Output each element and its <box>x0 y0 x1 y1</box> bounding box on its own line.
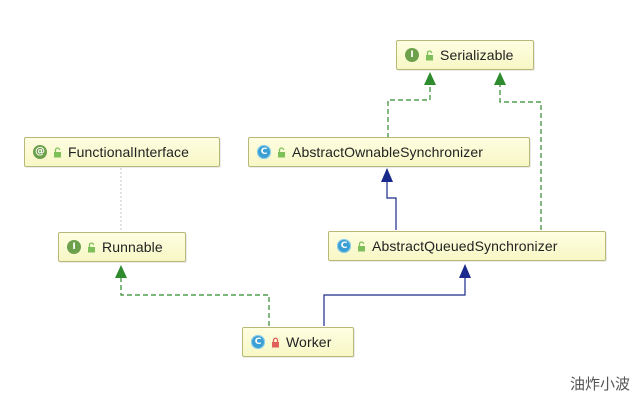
edge-worker-extends-aqs <box>323 278 466 326</box>
public-unlocked-icon <box>87 241 96 253</box>
class-icon: C <box>257 145 271 159</box>
interface-icon: I <box>67 240 81 254</box>
node-serializable[interactable]: I Serializable <box>396 40 534 70</box>
arrowhead-aqs-serializable <box>494 72 506 85</box>
node-abstract-ownable-synchronizer[interactable]: C AbstractOwnableSynchronizer <box>248 137 530 167</box>
edge-aqs-implements-serializable <box>499 84 542 230</box>
arrowhead-worker-aqs <box>459 264 471 278</box>
class-icon: C <box>251 335 265 349</box>
node-label: Runnable <box>102 239 163 255</box>
node-abstract-queued-synchronizer[interactable]: C AbstractQueuedSynchronizer <box>328 231 606 261</box>
node-label: FunctionalInterface <box>68 144 189 160</box>
node-label: Serializable <box>440 47 514 63</box>
annotation-icon: @ <box>33 145 47 159</box>
arrowhead-aos-serializable <box>424 72 436 85</box>
edge-aqs-extends-aos <box>386 182 397 230</box>
arrowhead-worker-runnable <box>115 265 127 278</box>
public-unlocked-icon <box>357 240 366 252</box>
private-lock-icon <box>271 337 280 348</box>
class-icon: C <box>337 239 351 253</box>
arrowhead-aqs-aos <box>381 168 393 182</box>
watermark: 油炸小波 <box>569 375 630 393</box>
interface-icon: I <box>405 48 419 62</box>
node-label: Worker <box>286 334 332 350</box>
public-unlocked-icon <box>277 146 286 158</box>
node-functional-interface[interactable]: @ FunctionalInterface <box>24 137 220 167</box>
node-runnable[interactable]: I Runnable <box>58 232 186 262</box>
node-label: AbstractOwnableSynchronizer <box>292 144 484 160</box>
public-unlocked-icon <box>53 146 62 158</box>
edge-aos-implements-serializable <box>387 84 431 138</box>
public-unlocked-icon <box>425 49 434 61</box>
edge-worker-implements-runnable <box>120 278 270 326</box>
node-label: AbstractQueuedSynchronizer <box>372 238 558 254</box>
node-worker[interactable]: C Worker <box>242 327 354 357</box>
